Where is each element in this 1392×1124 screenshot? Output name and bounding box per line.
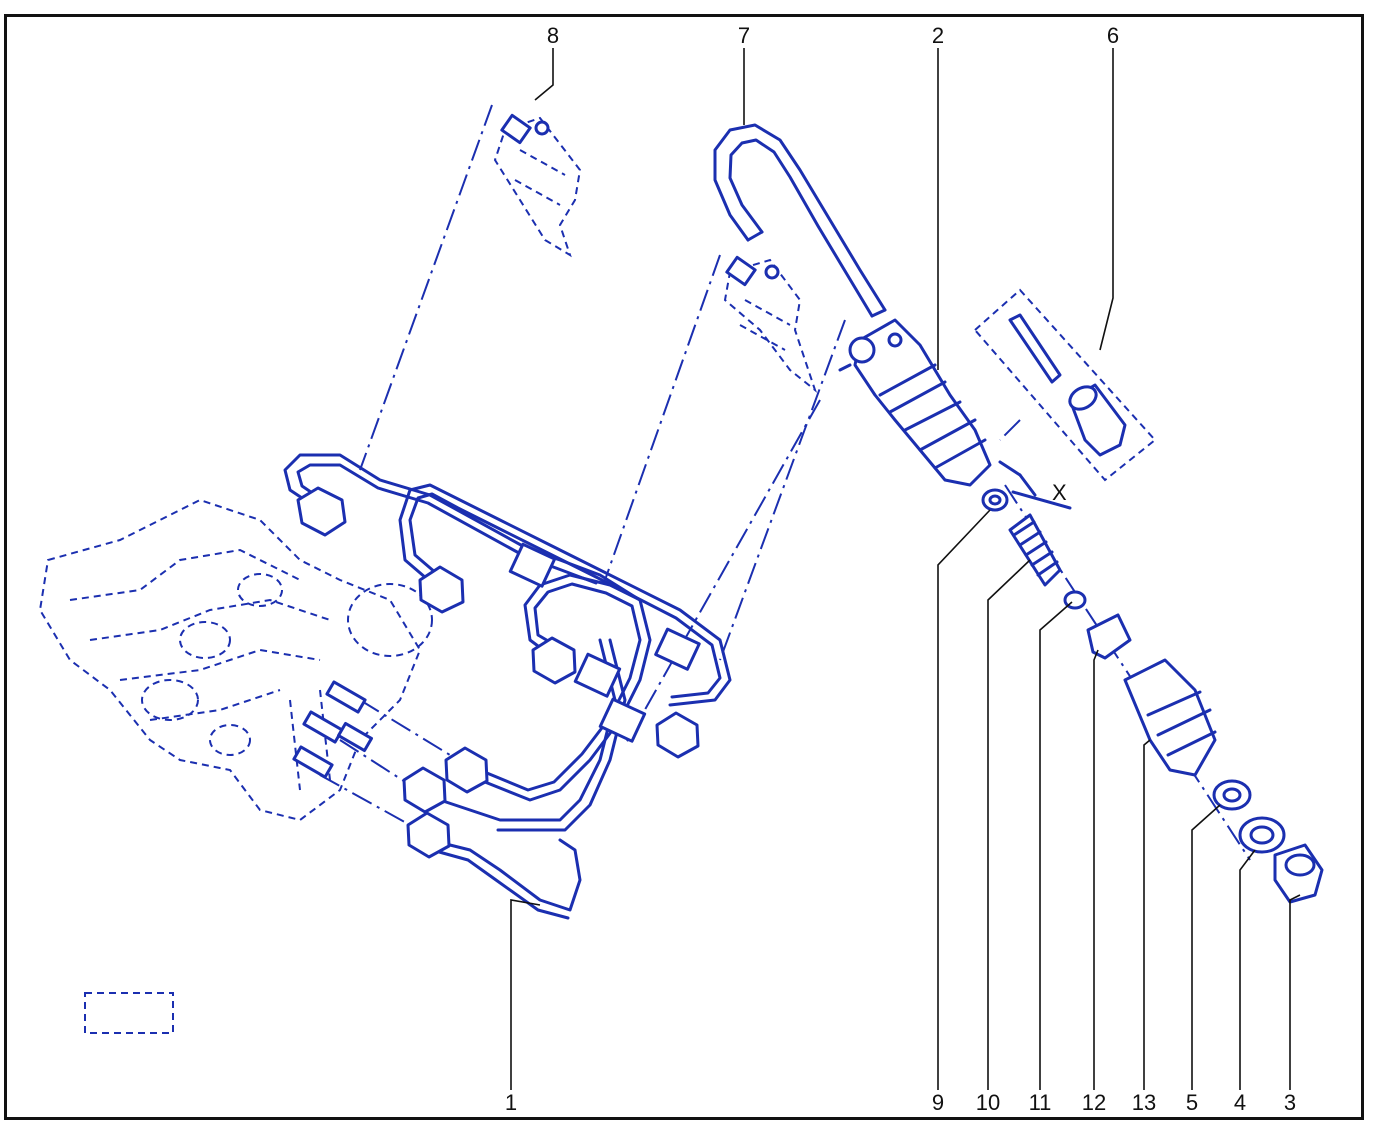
placeholder-box bbox=[84, 992, 174, 1034]
callout-5: 5 bbox=[1186, 1090, 1198, 1115]
injection-pipe-set bbox=[283, 453, 732, 920]
dimension-label: X bbox=[1052, 480, 1067, 505]
nozzle-holder-nut-13 bbox=[1123, 658, 1217, 777]
injection-pump-ghost bbox=[38, 498, 433, 1034]
washer-9 bbox=[981, 488, 1009, 512]
injector-ghost-middle bbox=[723, 255, 818, 393]
callout-4: 4 bbox=[1234, 1090, 1246, 1115]
callout-2: 2 bbox=[932, 23, 944, 48]
callout-10: 10 bbox=[976, 1090, 1000, 1115]
callout-7: 7 bbox=[738, 23, 750, 48]
seal-5 bbox=[1212, 779, 1252, 811]
dimension-x: X bbox=[998, 460, 1072, 510]
nozzle-small-parts bbox=[981, 488, 1324, 904]
callout-11: 11 bbox=[1029, 1090, 1052, 1115]
callout-13: 13 bbox=[1132, 1090, 1156, 1115]
washer-4 bbox=[1238, 816, 1286, 854]
leader-lines bbox=[510, 48, 1301, 1090]
callout-8: 8 bbox=[547, 23, 559, 48]
nozzle-tool-group bbox=[973, 288, 1157, 482]
leak-off-hose bbox=[713, 123, 887, 318]
callout-labels: 8 7 2 6 1 9 10 11 12 13 5 4 3 bbox=[505, 23, 1296, 1115]
callout-1: 1 bbox=[505, 1090, 517, 1115]
injector-assembly bbox=[838, 318, 992, 487]
callout-6: 6 bbox=[1107, 23, 1119, 48]
shim-12 bbox=[1086, 613, 1132, 660]
callout-9: 9 bbox=[932, 1090, 944, 1115]
callout-3: 3 bbox=[1284, 1090, 1296, 1115]
injector-ghost-top bbox=[493, 113, 582, 258]
diagram-frame bbox=[4, 14, 1364, 1120]
callout-12: 12 bbox=[1082, 1090, 1106, 1115]
alignment-lines bbox=[319, 104, 1251, 861]
